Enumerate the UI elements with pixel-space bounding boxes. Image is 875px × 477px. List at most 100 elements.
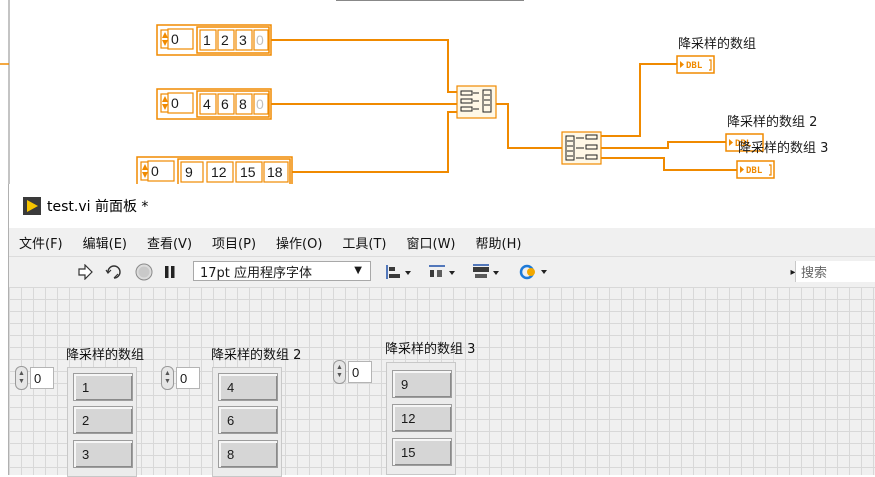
svg-text:18: 18 bbox=[267, 164, 283, 180]
array-constant-3[interactable]: 0 9 12 15 18 bbox=[136, 156, 293, 184]
font-dropdown[interactable]: 17pt 应用程序字体 ▼ bbox=[193, 261, 371, 281]
array-element[interactable]: 9 bbox=[392, 370, 452, 398]
interleave-arrays-node[interactable] bbox=[456, 85, 497, 119]
indicator-label: 降采样的数组 bbox=[678, 36, 756, 52]
indicator-label: 降采样的数组 3 bbox=[738, 140, 828, 156]
menu-file[interactable]: 文件(F) bbox=[19, 236, 63, 252]
array-cell: 2 bbox=[217, 29, 235, 51]
array-element[interactable]: 2 bbox=[73, 406, 133, 434]
wire bbox=[271, 39, 458, 93]
front-panel-canvas[interactable]: 降采样的数组 ▲▼ 0 1 2 3 降采样的数组 2 ▲▼ 0 4 6 8 降采… bbox=[9, 287, 875, 477]
abort-icon[interactable] bbox=[133, 262, 155, 282]
svg-text:0: 0 bbox=[256, 96, 264, 112]
distribute-objects-icon[interactable] bbox=[427, 262, 459, 282]
indicator-terminal-1[interactable]: 降采样的数组 DBL bbox=[676, 36, 756, 74]
index-spinner[interactable]: ▲▼ bbox=[161, 366, 174, 390]
array-indicator-1[interactable]: 1 2 3 bbox=[67, 367, 137, 477]
index-value[interactable]: 0 bbox=[176, 367, 200, 389]
svg-text:DBL: DBL bbox=[735, 139, 752, 149]
chevron-down-icon: ▼ bbox=[354, 265, 362, 276]
search-input[interactable]: 搜索 bbox=[795, 261, 875, 282]
array-cell: 15 bbox=[235, 161, 263, 183]
array-cell: 3 bbox=[235, 29, 253, 51]
run-continuously-icon[interactable] bbox=[103, 262, 125, 282]
resize-objects-icon[interactable] bbox=[471, 262, 503, 282]
block-diagram-canvas: 0 1 2 3 0 0 4 6 8 0 0 bbox=[0, 0, 828, 184]
array-indicator-3[interactable]: 9 12 15 bbox=[386, 362, 456, 475]
wire bbox=[601, 141, 727, 149]
svg-text:3: 3 bbox=[239, 32, 247, 48]
svg-text:12: 12 bbox=[211, 164, 227, 180]
search-placeholder: 搜索 bbox=[801, 266, 828, 281]
array-cell: 1 bbox=[199, 29, 217, 51]
array-index-control[interactable]: ▲▼ 0 bbox=[333, 360, 373, 384]
array-element[interactable]: 15 bbox=[392, 438, 452, 466]
index-spinner[interactable]: ▲▼ bbox=[333, 360, 346, 384]
array-cell: 0 bbox=[253, 93, 269, 115]
title-bar[interactable]: test.vi 前面板 * bbox=[9, 184, 875, 228]
menu-view[interactable]: 查看(V) bbox=[146, 236, 193, 252]
array-constant-1[interactable]: 0 1 2 3 0 bbox=[156, 24, 272, 56]
array-cell: 0 bbox=[253, 29, 269, 51]
array-label: 降采样的数组 2 bbox=[211, 348, 302, 363]
search-expand-icon[interactable]: ▸ bbox=[790, 266, 796, 278]
svg-text:DBL: DBL bbox=[686, 61, 703, 71]
array-index-control[interactable]: ▲▼ 0 bbox=[15, 366, 55, 390]
wire bbox=[601, 157, 738, 171]
array-indicator-2[interactable]: 4 6 8 bbox=[212, 367, 282, 477]
svg-text:1: 1 bbox=[203, 32, 211, 48]
array-label: 降采样的数组 bbox=[66, 348, 145, 363]
index-value[interactable]: 0 bbox=[30, 367, 54, 389]
menu-tools[interactable]: 工具(T) bbox=[342, 236, 387, 252]
toolbar: 17pt 应用程序字体 ▼ ▸ 搜索 bbox=[9, 256, 875, 288]
svg-text:6: 6 bbox=[221, 96, 229, 112]
svg-text:8: 8 bbox=[239, 96, 247, 112]
wire bbox=[601, 63, 678, 137]
index-value[interactable]: 0 bbox=[348, 361, 372, 383]
array-cell: 4 bbox=[199, 93, 217, 115]
array-element[interactable]: 6 bbox=[218, 406, 278, 434]
svg-text:2: 2 bbox=[221, 32, 229, 48]
indicator-label: 降采样的数组 2 bbox=[727, 114, 817, 130]
array-element[interactable]: 3 bbox=[73, 440, 133, 468]
run-arrow-icon[interactable] bbox=[75, 262, 95, 282]
decimate-array-node[interactable] bbox=[561, 131, 602, 165]
array-constant-2[interactable]: 0 4 6 8 0 bbox=[156, 88, 272, 120]
menu-window[interactable]: 窗口(W) bbox=[406, 236, 456, 252]
array-cell: 8 bbox=[235, 93, 253, 115]
array-label: 降采样的数组 3 bbox=[385, 342, 476, 357]
svg-text:0: 0 bbox=[256, 32, 264, 48]
array-cell: 9 bbox=[180, 161, 204, 183]
array-index: 0 bbox=[151, 163, 159, 179]
reorder-icon[interactable] bbox=[517, 262, 551, 282]
wire bbox=[496, 103, 563, 149]
index-spinner[interactable]: ▲▼ bbox=[15, 366, 28, 390]
array-element[interactable]: 8 bbox=[218, 440, 278, 468]
wire bbox=[292, 111, 458, 173]
indicator-terminal-3[interactable]: 降采样的数组 3 DBL bbox=[736, 140, 828, 179]
labview-vi-icon bbox=[23, 197, 41, 215]
menu-help[interactable]: 帮助(H) bbox=[475, 236, 522, 252]
menu-edit[interactable]: 编辑(E) bbox=[82, 236, 127, 252]
window-title: test.vi 前面板 * bbox=[47, 199, 149, 215]
array-index-control[interactable]: ▲▼ 0 bbox=[161, 366, 201, 390]
array-index: 0 bbox=[171, 31, 179, 47]
menu-operate[interactable]: 操作(O) bbox=[276, 236, 323, 252]
array-element[interactable]: 1 bbox=[73, 373, 133, 401]
array-cell: 18 bbox=[263, 161, 289, 183]
array-index: 0 bbox=[171, 95, 179, 111]
menu-project[interactable]: 项目(P) bbox=[212, 236, 257, 252]
pause-icon[interactable] bbox=[161, 262, 179, 282]
svg-text:9: 9 bbox=[185, 164, 193, 180]
svg-text:DBL: DBL bbox=[746, 166, 763, 176]
front-panel-window[interactable]: test.vi 前面板 * 文件(F) 编辑(E) 查看(V) 项目(P) 操作… bbox=[8, 184, 875, 477]
menu-bar: 文件(F) 编辑(E) 查看(V) 项目(P) 操作(O) 工具(T) 窗口(W… bbox=[9, 228, 875, 256]
array-cell: 6 bbox=[217, 93, 235, 115]
indicator-terminal-2[interactable]: 降采样的数组 2 DBL bbox=[725, 114, 817, 152]
array-element[interactable]: 4 bbox=[218, 373, 278, 401]
svg-text:4: 4 bbox=[203, 96, 211, 112]
font-dropdown-value: 17pt 应用程序字体 bbox=[200, 265, 313, 281]
block-diagram[interactable]: 0 1 2 3 0 0 4 6 8 0 0 bbox=[0, 0, 875, 184]
array-element[interactable]: 12 bbox=[392, 404, 452, 432]
align-objects-icon[interactable] bbox=[383, 262, 415, 282]
